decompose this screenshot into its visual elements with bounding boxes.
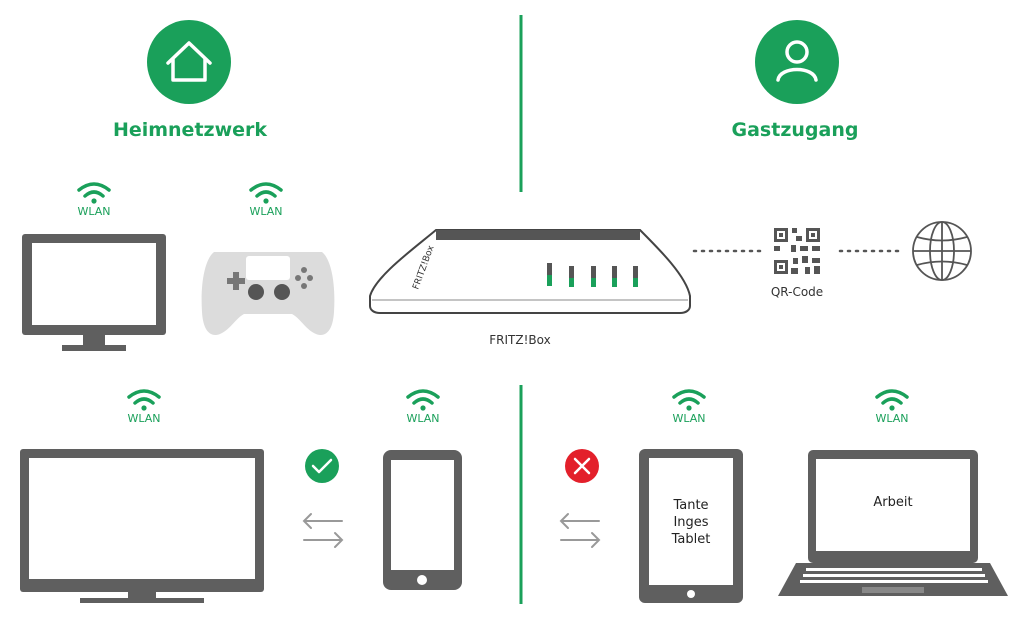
bidirectional-arrows-icon bbox=[302, 513, 344, 548]
tablet-icon bbox=[639, 449, 743, 603]
wlan-label: WLAN bbox=[249, 205, 283, 218]
wifi-icon bbox=[77, 182, 111, 204]
house-icon bbox=[147, 20, 231, 104]
game-controller-icon bbox=[201, 252, 335, 336]
fritzbox-router-icon: FRITZ!Box bbox=[369, 229, 691, 314]
person-icon bbox=[755, 20, 839, 104]
laptop-icon bbox=[778, 450, 1008, 596]
guest-access-title: Gastzugang bbox=[731, 119, 859, 141]
router-label: FRITZ!Box bbox=[489, 333, 551, 347]
home-network-title: Heimnetzwerk bbox=[112, 119, 268, 141]
check-icon bbox=[305, 449, 339, 483]
globe-icon bbox=[912, 221, 972, 281]
tablet-screen-label: Tante Inges Tablet bbox=[671, 498, 711, 547]
wlan-label: WLAN bbox=[127, 412, 161, 425]
qr-code-label: QR-Code bbox=[770, 285, 824, 299]
wlan-indicator: WLAN bbox=[236, 179, 296, 218]
wlan-indicator: WLAN bbox=[64, 179, 124, 218]
wifi-icon bbox=[406, 389, 440, 411]
wlan-label: WLAN bbox=[875, 412, 909, 425]
wlan-label: WLAN bbox=[77, 205, 111, 218]
cross-icon bbox=[565, 449, 599, 483]
wifi-icon bbox=[127, 389, 161, 411]
monitor-icon bbox=[22, 234, 166, 351]
wifi-icon bbox=[672, 389, 706, 411]
laptop-screen-label: Arbeit bbox=[873, 495, 913, 510]
wlan-label: WLAN bbox=[406, 412, 440, 425]
wlan-indicator: WLAN bbox=[114, 386, 174, 425]
smartphone-icon bbox=[383, 450, 462, 590]
wlan-label: WLAN bbox=[672, 412, 706, 425]
wifi-icon bbox=[249, 182, 283, 204]
wifi-icon bbox=[875, 389, 909, 411]
wlan-indicator: WLAN bbox=[862, 386, 922, 425]
wlan-indicator: WLAN bbox=[659, 386, 719, 425]
tv-icon bbox=[20, 449, 264, 603]
qr-code-icon bbox=[774, 228, 820, 274]
wlan-indicator: WLAN bbox=[393, 386, 453, 425]
bidirectional-arrows-icon bbox=[559, 513, 601, 548]
